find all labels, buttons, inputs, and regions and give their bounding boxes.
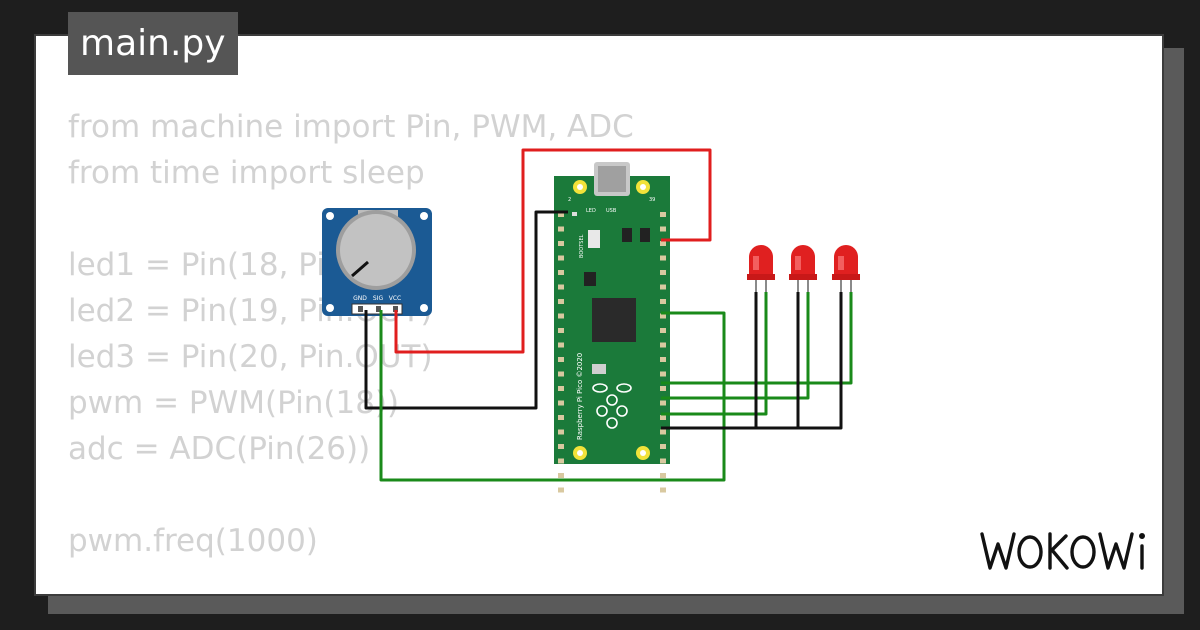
header-pin (558, 429, 564, 435)
header-pin (558, 284, 564, 290)
header-pin (558, 241, 564, 246)
header-pin (558, 328, 564, 333)
header-pin (660, 386, 666, 391)
header-pin (558, 400, 564, 406)
header-pin (660, 400, 666, 406)
wire-green-led2 (661, 292, 810, 400)
header-pin (660, 473, 666, 478)
wire-black-led3 (661, 292, 843, 430)
code-line: pwm = PWM(Pin(18)) (68, 385, 400, 421)
code-line: from time import sleep (68, 155, 425, 191)
wokwi-logo[interactable] (978, 524, 1153, 576)
header-pin (660, 371, 666, 377)
pin-number-right: 39 (649, 197, 655, 203)
header-pin (558, 342, 564, 348)
code-line: from machine import Pin, PWM, ADC (68, 109, 634, 145)
raspberry-logo-icon (592, 383, 632, 429)
pin-number-left: 2 (568, 197, 571, 203)
header-pin (558, 386, 564, 391)
header-pin (558, 487, 564, 493)
pot-pin-gnd: GND (353, 295, 367, 302)
header-pin (558, 473, 564, 478)
wire-green-led3 (661, 292, 853, 385)
header-pin (558, 255, 564, 261)
wire-green-led1 (661, 292, 768, 416)
header-pin (660, 357, 666, 362)
header-pin (660, 270, 666, 275)
header-pin (660, 342, 666, 348)
file-tab[interactable]: main.py (68, 12, 238, 75)
wire-black-gnd (364, 210, 568, 410)
code-line: adc = ADC(Pin(26)) (68, 431, 371, 467)
pot-pin-vcc: VCC (389, 295, 401, 302)
header-pin (558, 371, 564, 377)
raspberry-pi-pico[interactable]: 2 39 LED USB BOOTSEL Raspberry Pi Pico ©… (554, 162, 670, 493)
led-1[interactable] (747, 245, 775, 292)
header-pin (660, 299, 666, 304)
header-pin (558, 458, 564, 464)
potentiometer[interactable]: GND SIG VCC (322, 208, 432, 316)
header-pin (558, 212, 564, 217)
header-pin (558, 415, 564, 420)
wire-red-vcc (394, 148, 712, 354)
wire-green-sig (379, 310, 726, 482)
header-pin (558, 444, 564, 449)
header-pin (558, 226, 564, 232)
code-preview: from machine import Pin, PWM, ADC from t… (68, 104, 634, 564)
header-pin (558, 313, 564, 319)
led-label: LED (586, 208, 596, 214)
bootsel-label: BOOTSEL (579, 234, 585, 258)
header-pin (660, 241, 666, 246)
header-pin (660, 226, 666, 232)
header-pin (660, 328, 666, 333)
pico-pin-headers (558, 212, 666, 493)
led-2[interactable] (789, 245, 817, 292)
pot-pin-sig: SIG (373, 295, 384, 302)
header-pin (660, 212, 666, 217)
code-line: pwm.freq(1000) (68, 523, 318, 559)
header-pin (660, 313, 666, 319)
header-pin (558, 299, 564, 304)
led-3[interactable] (832, 245, 860, 292)
header-pin (660, 429, 666, 435)
header-pin (558, 270, 564, 275)
usb-label: USB (606, 208, 617, 214)
header-pin (660, 284, 666, 290)
header-pin (660, 487, 666, 493)
board-text: Raspberry Pi Pico ©2020 (576, 353, 584, 440)
header-pin (558, 357, 564, 362)
header-pin (660, 444, 666, 449)
header-pin (660, 458, 666, 464)
knob[interactable] (340, 214, 412, 286)
header-pin (660, 255, 666, 261)
header-pin (660, 415, 666, 420)
